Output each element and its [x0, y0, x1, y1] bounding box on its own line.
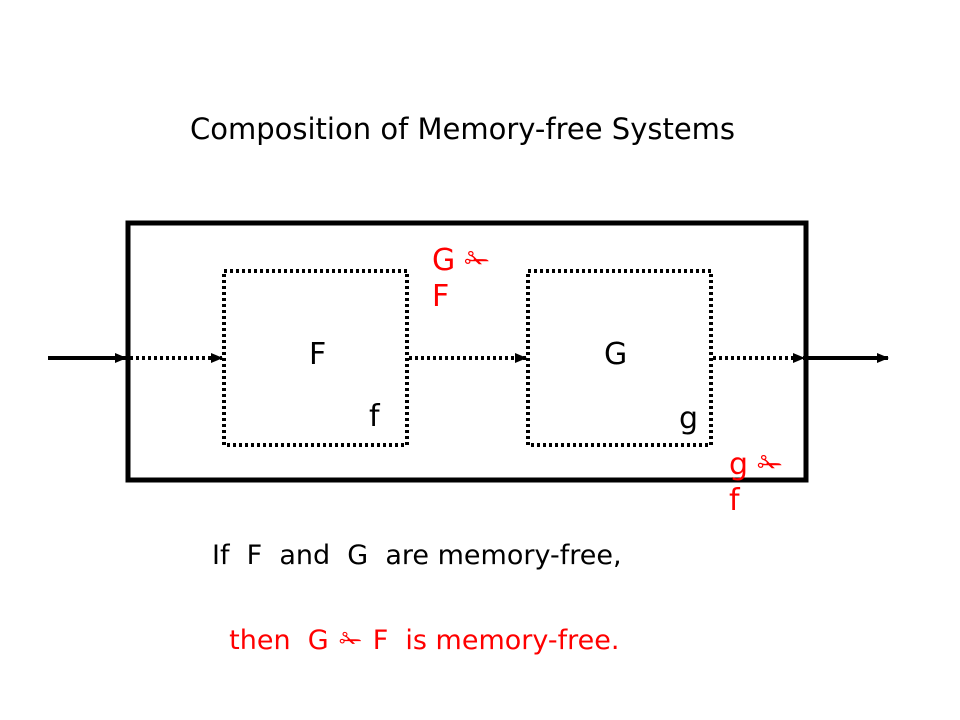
f-function-label: f: [369, 399, 380, 434]
outer-system-box: [125, 220, 809, 483]
composite-function-label-right: f: [729, 483, 740, 518]
statement-line-2: then G ✁ F is memory-free.: [212, 600, 619, 654]
composite-left: G: [432, 243, 456, 278]
composite-system-label: G✁: [432, 246, 499, 276]
compose-operator-icon: ✁: [464, 243, 490, 278]
f-block-box: [222, 269, 409, 447]
composite-func-left: g: [729, 447, 749, 482]
g-block-label: G: [604, 337, 628, 372]
composite-function-label: g✁: [729, 450, 792, 480]
composite-system-label-right: F: [432, 279, 450, 314]
g-block-box: [526, 269, 713, 447]
compose-operator-icon: ✁: [757, 447, 783, 482]
statement-suffix: F is memory-free.: [372, 625, 620, 656]
f-block-label: F: [309, 337, 327, 372]
statement-prefix: then G: [229, 625, 329, 656]
diagram-title: Composition of Memory-free Systems: [190, 112, 736, 146]
g-function-label: g: [679, 401, 699, 436]
compose-operator-icon: ✁: [339, 625, 362, 656]
statement-line-1: If F and G are memory-free,: [212, 540, 622, 571]
